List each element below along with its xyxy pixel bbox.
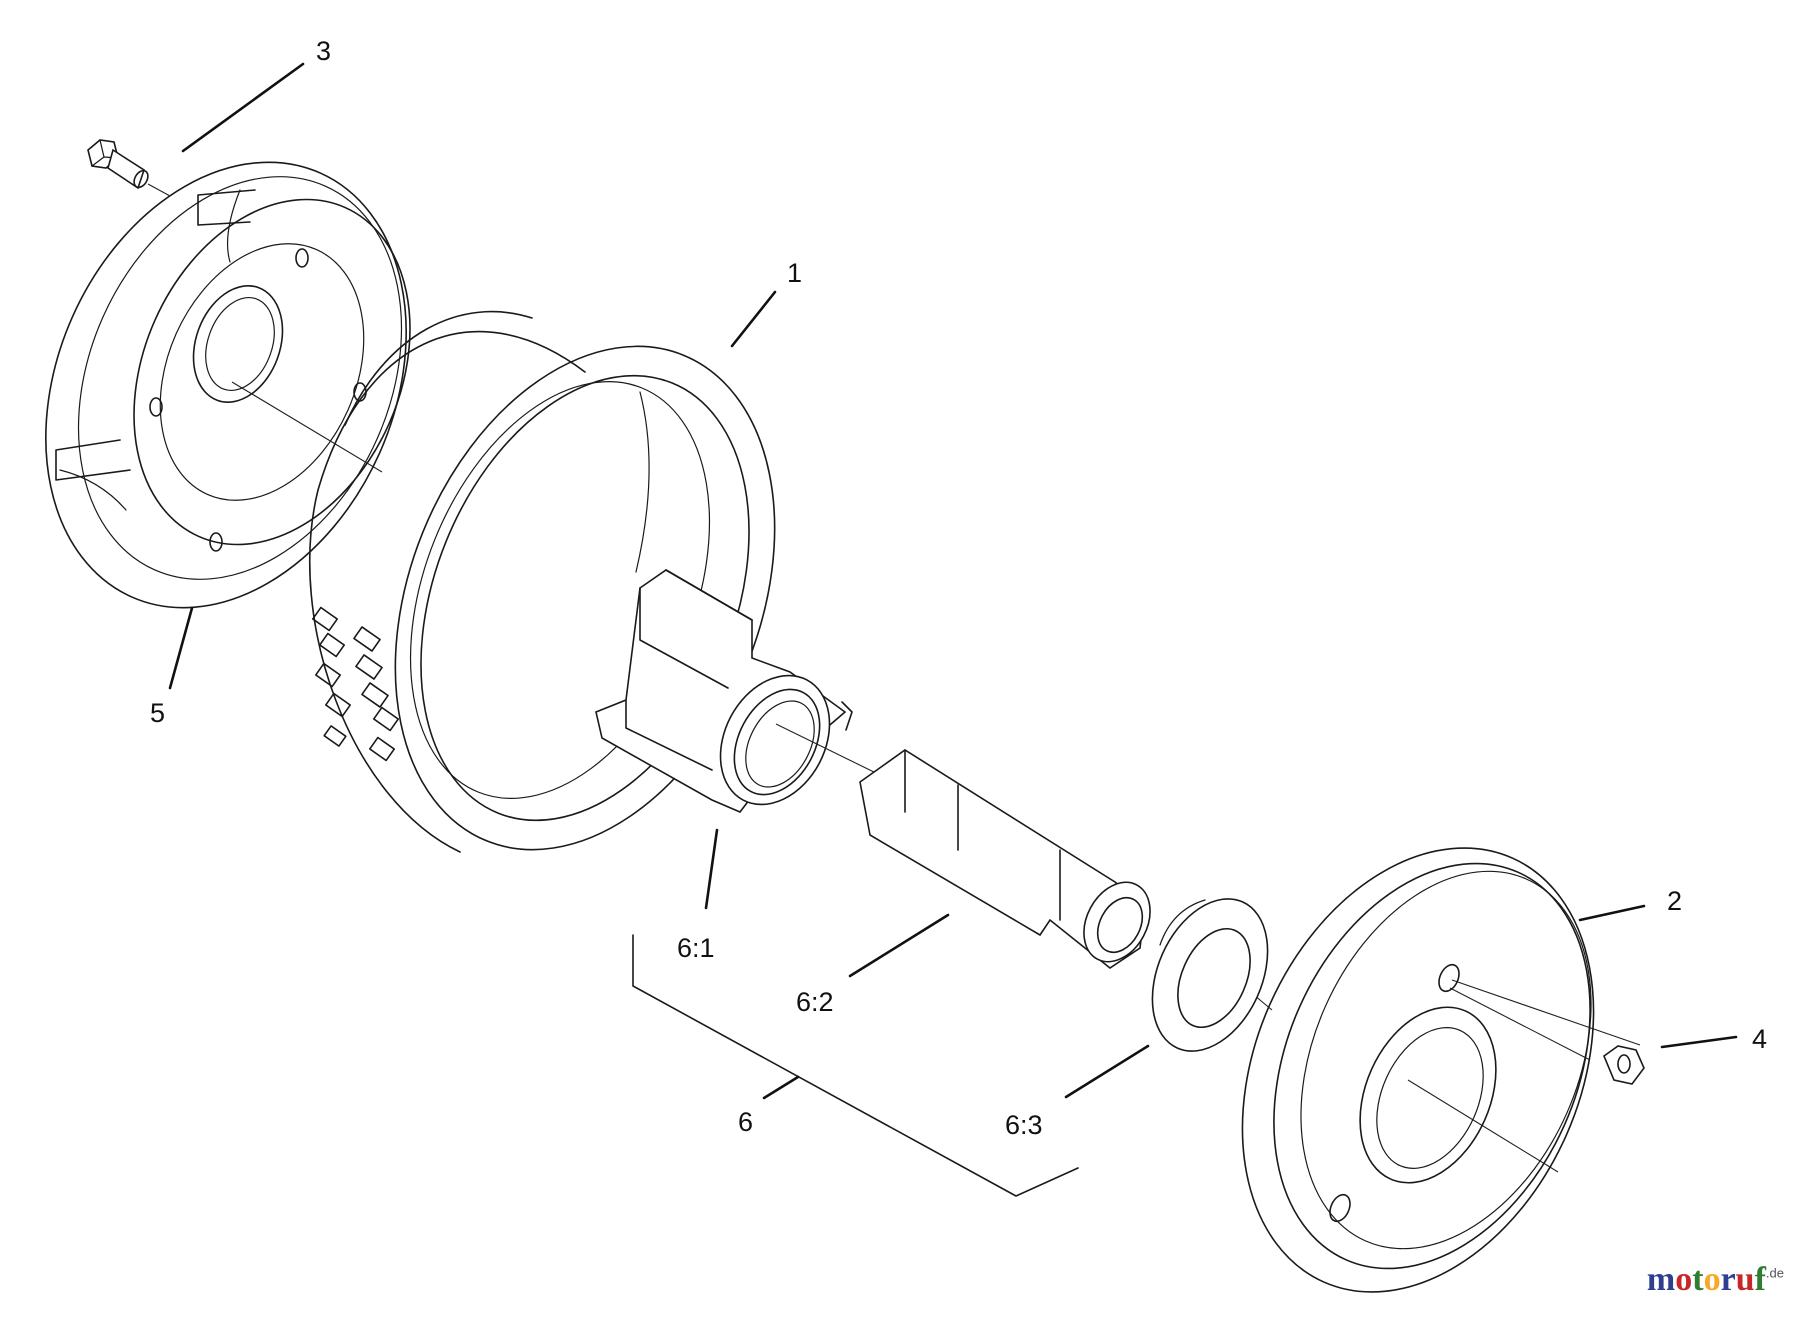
axis-line <box>775 723 881 776</box>
callout-2: 2 <box>1667 886 1682 916</box>
nut <box>1603 1045 1645 1085</box>
tire-tread <box>311 606 400 762</box>
callout-4: 4 <box>1752 1024 1767 1054</box>
leader-6-1 <box>704 828 719 910</box>
callout-5: 5 <box>150 698 165 728</box>
watermark-letter: t <box>1692 1261 1704 1298</box>
callout-6-1: 6:1 <box>677 933 715 963</box>
watermark-letter: m <box>1646 1261 1676 1298</box>
watermark-logo: motoruf.de <box>1647 1261 1784 1299</box>
leader-3 <box>181 62 305 153</box>
watermark-letter: o <box>1675 1261 1693 1298</box>
leader-6 <box>762 1075 800 1100</box>
leader-6-3 <box>1064 1044 1150 1099</box>
axis-line <box>1449 987 1591 1061</box>
axis-line <box>231 381 383 473</box>
callout-6-3: 6:3 <box>1005 1110 1043 1140</box>
leader-4 <box>1660 1035 1738 1049</box>
watermark-letter: u <box>1735 1261 1755 1298</box>
callout-1: 1 <box>787 258 802 288</box>
axis-line <box>1451 979 1641 1046</box>
watermark-letter: o <box>1703 1261 1721 1298</box>
leader-6-2 <box>848 913 950 978</box>
watermark-suffix: .de <box>1765 1265 1784 1281</box>
axis-line <box>1407 1079 1559 1173</box>
washer <box>1151 898 1269 1052</box>
callout-6-2: 6:2 <box>796 987 834 1017</box>
watermark-letter: r <box>1720 1261 1736 1298</box>
tire <box>308 310 776 853</box>
group-bracket <box>632 934 1079 1197</box>
leader-5 <box>168 606 194 690</box>
wheel-half-left <box>45 161 411 609</box>
leader-1 <box>730 290 777 348</box>
wheel-half-right <box>1241 847 1595 1293</box>
callout-6: 6 <box>738 1107 753 1137</box>
callout-3: 3 <box>316 36 331 66</box>
watermark-letter: f <box>1754 1261 1766 1298</box>
hub <box>595 569 853 813</box>
axle-spacer <box>859 749 1151 969</box>
bolt <box>87 139 171 197</box>
leader-2 <box>1578 904 1646 922</box>
